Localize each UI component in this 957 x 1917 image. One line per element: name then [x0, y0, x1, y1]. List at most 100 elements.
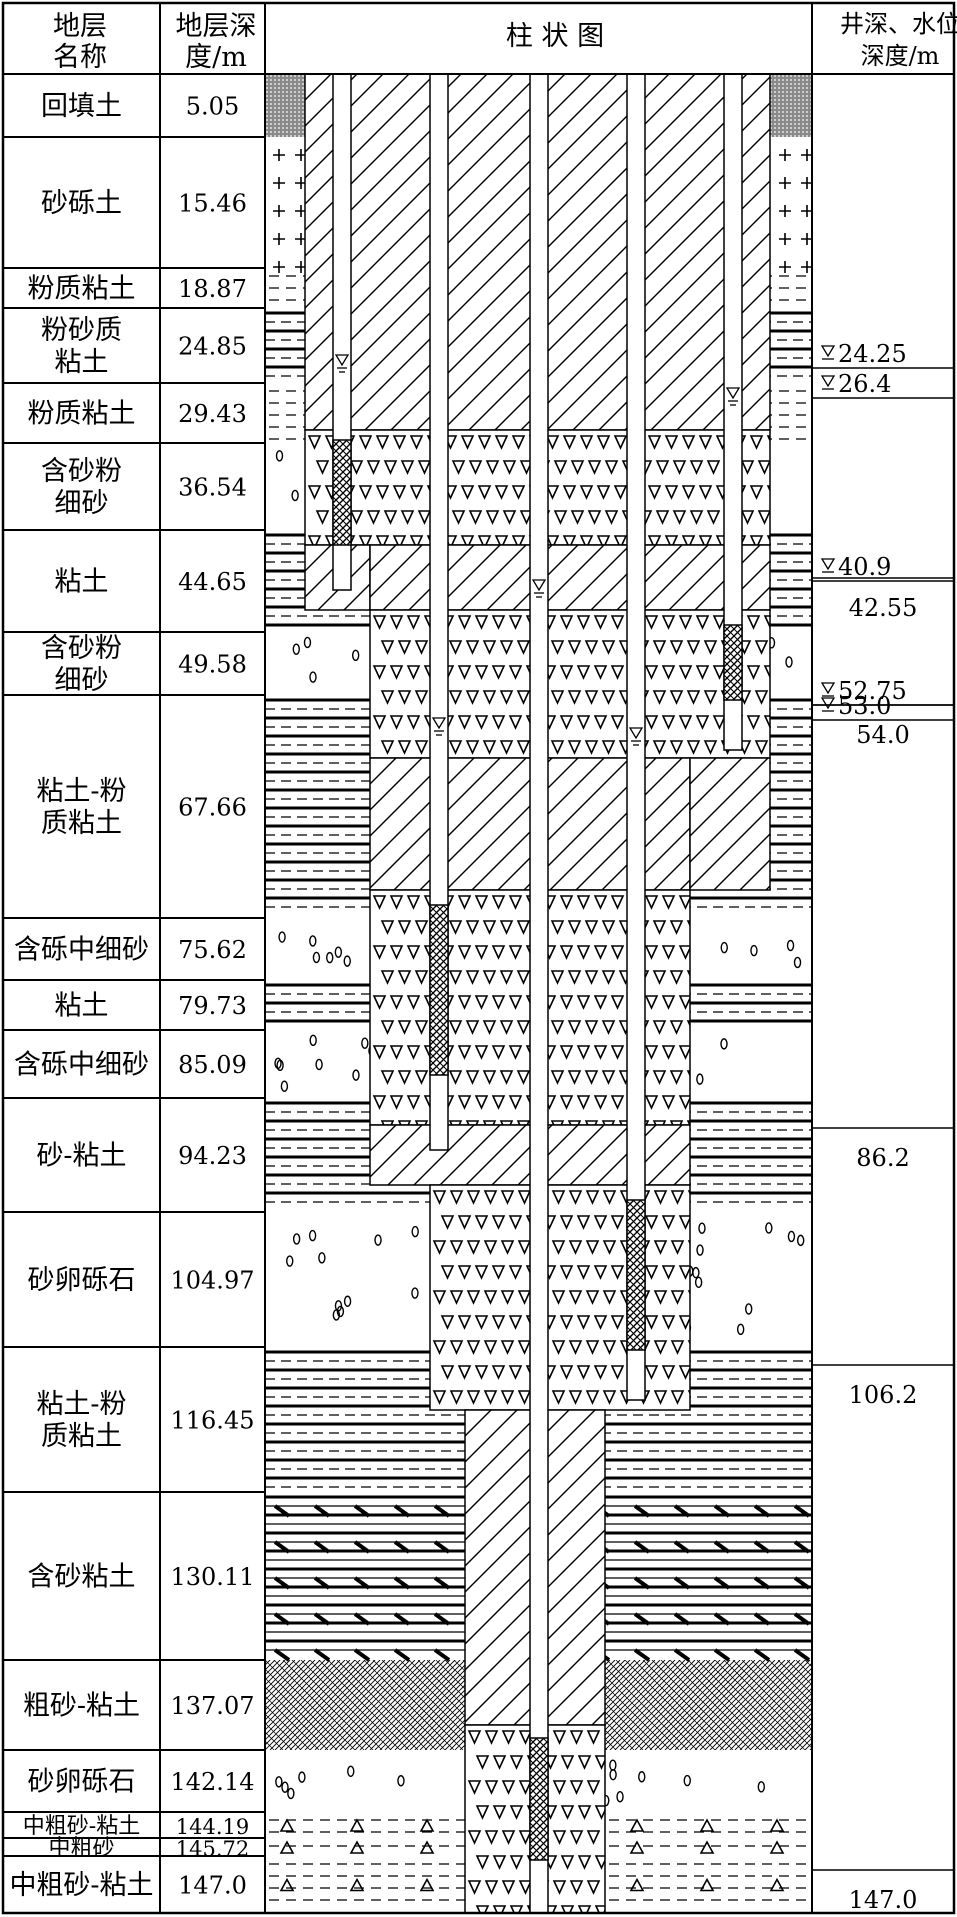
water-level-value: 26.4 — [838, 370, 891, 398]
stratum-name: 中粗砂-粘土 — [9, 1870, 153, 1901]
stratum-depth: 116.45 — [171, 1407, 255, 1435]
stratum-name: 粘土-粉 — [36, 1389, 126, 1420]
well-screen — [626, 1199, 646, 1351]
stratum-row: 粉质粘土 29.43 — [28, 399, 247, 430]
well-pipe — [723, 73, 743, 751]
water-level-marker — [628, 727, 644, 746]
stratum-row: 粘土 79.73 — [55, 991, 247, 1022]
water-level-value: 24.25 — [838, 340, 907, 368]
stratum-row: 粘土-粉质粘土 116.45 — [36, 1389, 254, 1452]
stratum-name: 质粘土 — [41, 1421, 122, 1452]
water-level-value: 52.75 — [838, 677, 907, 705]
water-level-label: 26.4 — [812, 370, 954, 399]
well-screen — [723, 624, 743, 701]
stratum-name: 砂砾土 — [41, 188, 122, 219]
stratum-row: 砂卵砾石 142.14 — [28, 1767, 255, 1798]
well-bottom-label: 86.2 — [812, 1127, 954, 1172]
stratum-name: 含砂粘土 — [28, 1562, 136, 1593]
stratum-row: 粗砂-粘土 137.07 — [23, 1691, 255, 1722]
well-fill-block — [429, 1184, 691, 1411]
stratum-row: 砂卵砾石 104.97 — [28, 1265, 255, 1296]
stratum-depth: 5.05 — [186, 93, 239, 121]
well-pipe — [626, 73, 646, 1401]
stratum-depth: 104.97 — [171, 1267, 255, 1295]
water-level-label: 24.25 — [812, 340, 954, 369]
well-header-line2: 深度/m — [861, 42, 940, 70]
well-fill-block — [689, 757, 771, 891]
well-fill-block — [369, 544, 771, 611]
stratum-name: 砂卵砾石 — [28, 1767, 136, 1798]
stratum-row: 回填土 5.05 — [41, 91, 239, 122]
well-bottom-value: 54.0 — [856, 721, 909, 749]
stratum-name: 粉砂质 — [41, 315, 122, 346]
stratum-name: 粉质粘土 — [28, 274, 136, 305]
water-level-marker — [725, 387, 741, 406]
depth-header-line2: 度/m — [185, 42, 247, 73]
stratum-name: 粘土 — [55, 347, 109, 378]
water-level-marker — [431, 717, 447, 736]
stratum-row: 中粗砂 145.72 — [48, 1836, 249, 1861]
stratum-name: 质粘土 — [41, 808, 122, 839]
water-level-marker — [334, 354, 350, 373]
water-level-value: 40.9 — [838, 553, 891, 581]
well-bottom-value: 42.55 — [849, 594, 918, 622]
well-fill-block — [369, 757, 691, 891]
stratum-name: 中粗砂 — [48, 1836, 114, 1861]
stratum-depth: 94.23 — [178, 1142, 247, 1170]
name-header-line1: 地层 — [53, 11, 107, 42]
stratum-name: 粘土 — [55, 991, 109, 1022]
well-pipe — [332, 73, 352, 591]
water-level-label: 53.0 — [812, 692, 954, 721]
stratum-name: 细砂 — [55, 488, 109, 519]
water-level-marker — [531, 579, 547, 598]
stratum-depth: 142.14 — [171, 1768, 255, 1796]
stratum-row: 中粗砂-粘土 144.19 — [23, 1814, 249, 1839]
well-bottom-label: 54.0 — [812, 704, 954, 749]
stratum-depth: 75.62 — [178, 936, 247, 964]
stratum-depth: 18.87 — [178, 275, 247, 303]
stratum-depth: 144.19 — [176, 1815, 249, 1839]
stratum-depth: 49.58 — [178, 651, 247, 679]
stratum-depth: 44.65 — [178, 568, 247, 596]
stratum-name: 粘土 — [55, 567, 109, 598]
stratum-fill — [269, 1818, 808, 1833]
stratum-depth: 29.43 — [178, 400, 247, 428]
stratum-depth: 137.07 — [171, 1692, 255, 1720]
stratum-name: 含砾中细砂 — [14, 935, 149, 966]
well-header-line1: 井深、水位 — [840, 10, 957, 38]
stratum-depth: 24.85 — [178, 333, 247, 361]
stratum-name: 含砂粉 — [41, 456, 122, 487]
water-level-value: 53.0 — [838, 692, 891, 720]
well-screen — [529, 1737, 549, 1861]
stratum-depth: 85.09 — [178, 1051, 247, 1079]
stratum-name: 中粗砂-粘土 — [23, 1814, 140, 1839]
stratum-name: 粉质粘土 — [28, 399, 136, 430]
well-screen — [332, 439, 352, 546]
stratum-depth: 79.73 — [178, 992, 247, 1020]
well-fill-block — [304, 73, 771, 431]
well-bottom-value: 147.0 — [849, 1886, 918, 1914]
stratum-depth: 145.72 — [176, 1837, 249, 1861]
stratum-name: 回填土 — [41, 91, 122, 122]
depth-header-line1: 地层深 — [176, 11, 257, 42]
stratum-name: 粘土-粉 — [36, 776, 126, 807]
well-bottom-value: 86.2 — [856, 1144, 909, 1172]
stratum-name: 粗砂-粘土 — [23, 1691, 140, 1722]
stratum-depth: 36.54 — [178, 474, 247, 502]
stratum-row: 粉质粘土 18.87 — [28, 274, 247, 305]
stratum-name: 含砂粉 — [41, 633, 122, 664]
stratum-name: 砂卵砾石 — [28, 1265, 136, 1296]
well-bottom-value: 106.2 — [849, 1381, 918, 1409]
stratum-name: 砂-粘土 — [36, 1141, 126, 1172]
well-structures — [304, 73, 771, 1914]
